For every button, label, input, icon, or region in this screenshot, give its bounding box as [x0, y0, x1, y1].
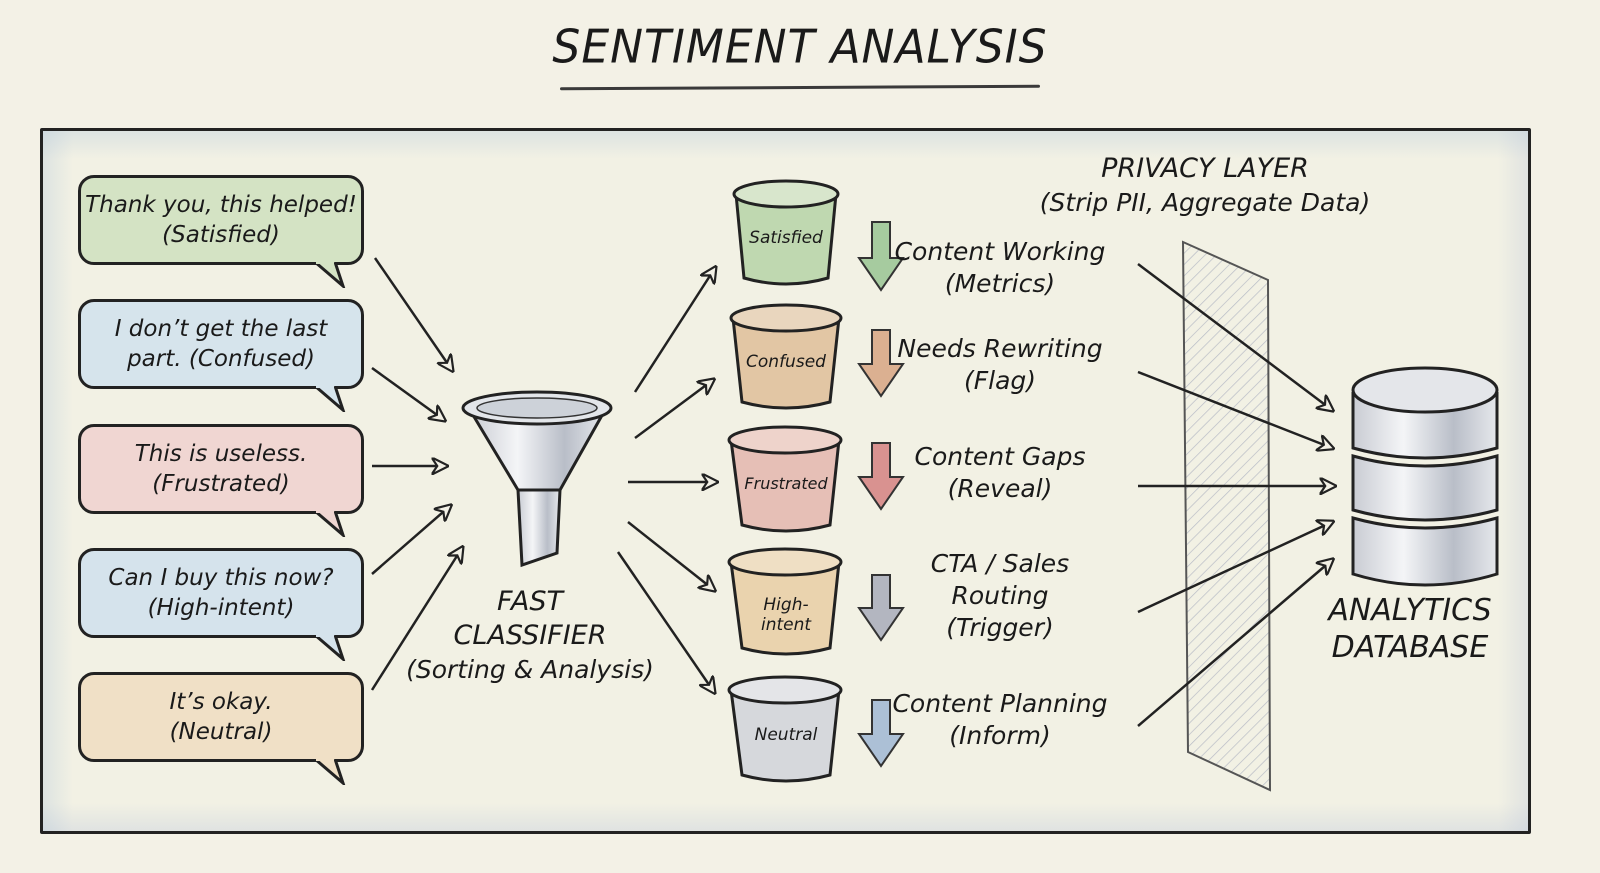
message-sentiment: (Neutral) [169, 719, 273, 745]
outcome-content-planning: Content Planning (Inform) [880, 688, 1120, 752]
message-text: This is useless. [134, 441, 308, 467]
outcome-needs-rewriting: Needs Rewriting (Flag) [880, 333, 1120, 397]
bucket-label-high-intent: High- intent [731, 595, 841, 635]
database-label-line1: ANALYTICS [1328, 593, 1492, 628]
outcome-detail: Routing [951, 581, 1049, 610]
database-label-line2: DATABASE [1331, 630, 1489, 665]
classifier-title-line1: FAST [496, 586, 564, 617]
outcome-cta-sales-routing: CTA / Sales Routing (Trigger) [880, 548, 1120, 644]
bucket-label-satisfied: Satisfied [749, 228, 823, 248]
speech-tail-icon [314, 635, 346, 661]
speech-tail-icon [314, 759, 346, 785]
speech-tail-icon [314, 511, 346, 537]
speech-tail-icon [314, 262, 346, 288]
database-label: ANALYTICS DATABASE [1310, 592, 1510, 666]
bucket-label-confused: Confused [746, 352, 826, 372]
title-underline [559, 84, 1041, 91]
message-sentiment: (Satisfied) [162, 222, 280, 248]
outcome-title: Needs Rewriting [897, 334, 1103, 363]
bucket-label-line2: intent [760, 615, 812, 635]
outcome-detail: (Inform) [949, 721, 1051, 750]
classifier-label: FAST CLASSIFIER (Sorting & Analysis) [395, 585, 665, 687]
outcome-content-gaps: Content Gaps (Reveal) [880, 441, 1120, 505]
message-text: I don’t get the last [114, 316, 328, 342]
message-sentiment: part. (Confused) [127, 346, 315, 372]
message-sentiment: (High-intent) [147, 595, 295, 621]
outcome-detail: (Reveal) [947, 474, 1053, 503]
outcome-extra: (Trigger) [946, 613, 1054, 642]
bucket-label-line1: High- [763, 595, 809, 615]
message-text: Can I buy this now? [108, 565, 334, 591]
outcome-detail: (Flag) [963, 366, 1037, 395]
message-bubble-high-intent: Can I buy this now? (High-intent) [78, 548, 364, 661]
page-title: SENTIMENT ANALYSIS [552, 20, 1048, 75]
outcome-title: CTA / Sales [930, 549, 1070, 578]
message-sentiment: (Frustrated) [152, 471, 290, 497]
message-bubble-satisfied: Thank you, this helped! (Satisfied) [78, 175, 364, 288]
privacy-layer-title: PRIVACY LAYER [1101, 153, 1309, 184]
speech-tail-icon [314, 386, 346, 412]
outcome-title: Content Planning [892, 689, 1108, 718]
message-bubble-confused: I don’t get the last part. (Confused) [78, 299, 364, 412]
message-text: Thank you, this helped! [85, 192, 357, 218]
outcome-content-working: Content Working (Metrics) [880, 236, 1120, 300]
message-bubble-frustrated: This is useless. (Frustrated) [78, 424, 364, 537]
message-bubble-neutral: It’s okay. (Neutral) [78, 672, 364, 785]
classifier-title-line2: CLASSIFIER [453, 620, 607, 651]
outcome-detail: (Metrics) [944, 269, 1056, 298]
privacy-layer-subtitle: (Strip PII, Aggregate Data) [1039, 188, 1371, 217]
message-text: It’s okay. [169, 689, 273, 715]
privacy-layer-label: PRIVACY LAYER (Strip PII, Aggregate Data… [1030, 152, 1380, 220]
classifier-subtitle: (Sorting & Analysis) [406, 655, 654, 684]
bucket-label-neutral: Neutral [754, 725, 818, 745]
outcome-title: Content Working [894, 237, 1106, 266]
bucket-label-frustrated: Frustrated [744, 474, 828, 493]
outcome-title: Content Gaps [914, 442, 1086, 471]
